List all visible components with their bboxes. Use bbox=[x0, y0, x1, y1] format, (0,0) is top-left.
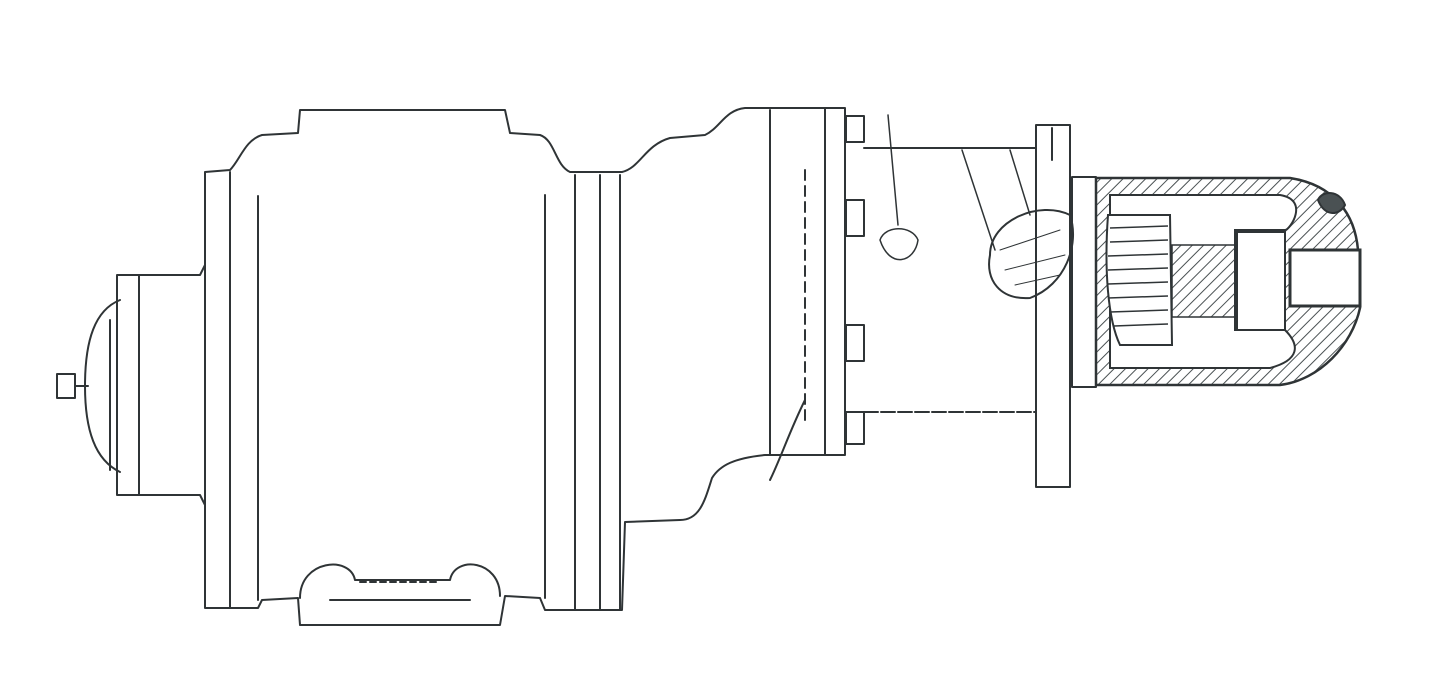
shaft-section bbox=[863, 114, 1075, 413]
fitting bbox=[1316, 192, 1347, 214]
gear bbox=[1105, 214, 1236, 346]
end-cap bbox=[56, 264, 206, 506]
main-housing bbox=[204, 107, 846, 626]
flange-plate bbox=[1035, 124, 1071, 488]
bolt-tabs bbox=[845, 115, 865, 445]
